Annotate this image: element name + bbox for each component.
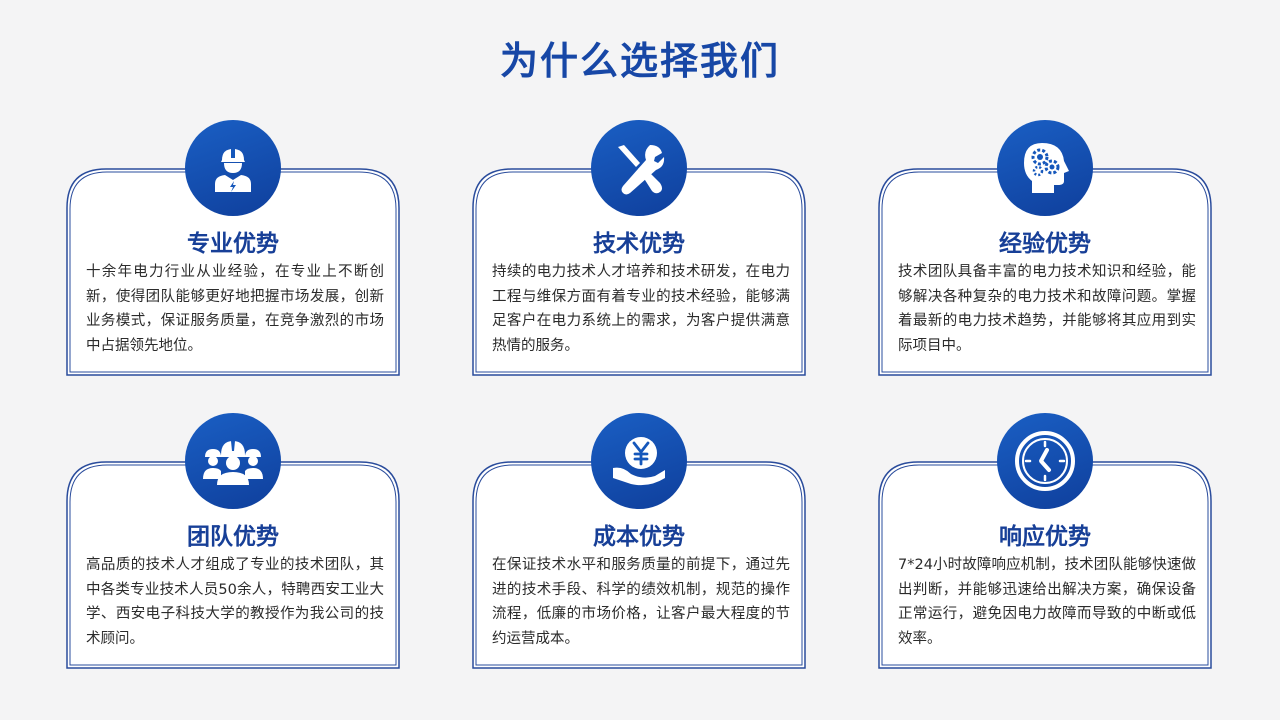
card-frame: [878, 168, 1212, 376]
card-experience: 经验优势 技术团队具备丰富的电力技术知识和经验，能够解决各种复杂的电力技术和故障…: [878, 120, 1212, 376]
card-team: 团队优势 高品质的技术人才组成了专业的技术团队，其中各类专业技术人员50余人，特…: [66, 413, 400, 669]
card-frame: [878, 461, 1212, 669]
card-title: 成本优势: [593, 524, 685, 550]
icon-circle: [185, 120, 281, 216]
card-frame: [66, 461, 400, 669]
icon-circle: [591, 413, 687, 509]
worker-icon: [215, 149, 251, 192]
card-title: 经验优势: [999, 231, 1091, 257]
icon-circle: [997, 120, 1093, 216]
card-description: 在保证技术水平和服务质量的前提下，通过先进的技术手段、科学的绩效机制，规范的操作…: [492, 557, 790, 647]
card-technology: 技术优势 持续的电力技术人才培养和技术研发，在电力工程与维保方面有着专业的技术经…: [472, 120, 806, 376]
brain-gears-icon: [1024, 143, 1069, 193]
card-cost: 成本优势 在保证技术水平和服务质量的前提下，通过先进的技术手段、科学的绩效机制，…: [472, 413, 806, 669]
team-helmets-icon: [203, 441, 263, 485]
card-professional: 专业优势 十余年电力行业从业经验，在专业上不断创新，使得团队能够更好地把握市场发…: [66, 120, 400, 376]
icon-circle: [185, 413, 281, 509]
page-title: 为什么选择我们: [499, 39, 780, 83]
icon-circle: [997, 413, 1093, 509]
coin-hand-icon: [613, 437, 665, 486]
card-frame: [66, 168, 400, 376]
wrench-screwdriver-icon: [618, 145, 665, 195]
card-description: 高品质的技术人才组成了专业的技术团队，其中各类专业技术人员50余人，特聘西安工业…: [86, 557, 384, 647]
card-frame: [472, 168, 806, 376]
card-description: 持续的电力技术人才培养和技术研发，在电力工程与维保方面有着专业的技术经验，能够满…: [492, 264, 790, 354]
clock-icon: [1015, 431, 1075, 491]
card-description: 技术团队具备丰富的电力技术知识和经验，能够解决各种复杂的电力技术和故障问题。掌握…: [898, 264, 1196, 354]
card-title: 团队优势: [187, 524, 279, 550]
card-description: 十余年电力行业从业经验，在专业上不断创新，使得团队能够更好地把握市场发展，创新业…: [86, 264, 384, 354]
card-title: 技术优势: [593, 231, 685, 257]
card-response: 响应优势 7*24小时故障响应机制，技术团队能够快速做出判断，并能够迅速给出解决…: [878, 413, 1212, 669]
icon-circle: [591, 120, 687, 216]
card-frame: [472, 461, 806, 669]
card-title: 响应优势: [999, 524, 1091, 550]
card-title: 专业优势: [187, 231, 279, 257]
card-description: 7*24小时故障响应机制，技术团队能够快速做出判断，并能够迅速给出解决方案，确保…: [898, 557, 1196, 647]
